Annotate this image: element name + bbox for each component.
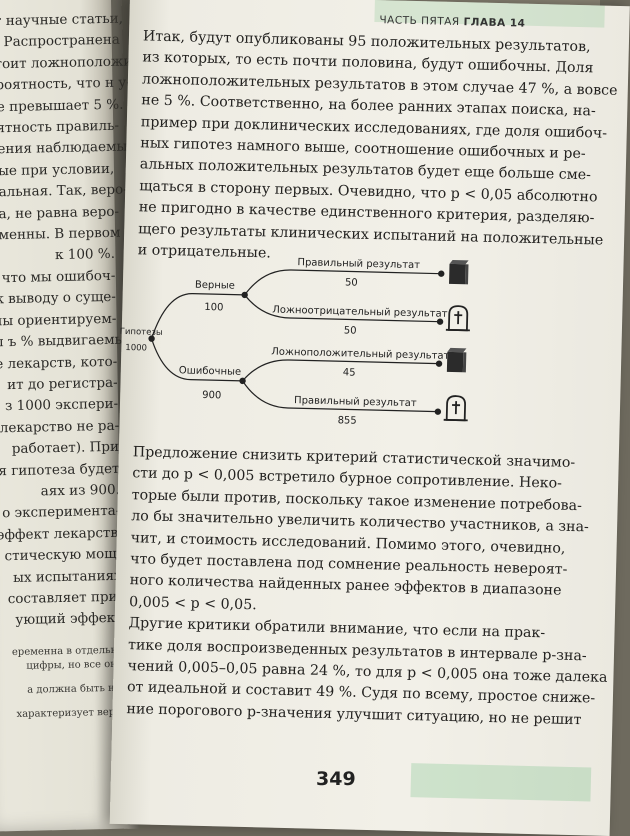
left-line: ны ориентируем-: [0, 310, 117, 330]
left-line: что мы ошибоч-: [1, 267, 116, 287]
node-true: [241, 291, 248, 299]
left-line: работает). При: [11, 438, 120, 458]
gravestone-icon: [445, 305, 470, 332]
node-outcome: [434, 408, 442, 415]
branch-false: [151, 338, 243, 382]
header-chapter: ГЛАВА 14: [463, 16, 526, 30]
branch-true-negative: [244, 294, 441, 323]
left-line: иальная. Так, веро-: [0, 181, 128, 201]
left-line: не превышает 5 %.: [0, 96, 124, 116]
outcome-value: 50: [345, 277, 358, 288]
paragraph-1: Итак, будут опубликованы 95 положительны…: [137, 26, 618, 270]
left-line: еменны. В первом: [0, 224, 121, 244]
book-icon: [449, 259, 469, 285]
right-page: ЧАСТЬ ПЯТАЯ ГЛАВА 14 Итак, будут опублик…: [109, 0, 630, 836]
root-value: 1000: [125, 343, 147, 354]
paragraph-2: Предложение снизить критерий статистичес…: [126, 442, 607, 729]
left-line: я. Распространена: [0, 32, 120, 51]
outcome-label: Правильный результат: [297, 257, 420, 271]
branch-true: [151, 293, 245, 339]
tree-svg: Гипотезы 1000 Верные 100 Ошибочные 900 П…: [120, 257, 470, 427]
left-line: о эксперимента-: [2, 503, 121, 522]
left-line: к выводу о суще-: [0, 289, 117, 308]
left-footnote: цифры, но все они: [26, 658, 124, 672]
left-line: ет научные статьи,: [0, 10, 124, 30]
left-line: к 100 %.: [54, 246, 116, 264]
header-part: ЧАСТЬ ПЯТАЯ: [379, 14, 460, 29]
left-line: ероятность, что н у-: [0, 74, 131, 94]
left-line: ные при условии,: [0, 160, 115, 180]
left-line: ых испытаниях: [12, 567, 122, 586]
branch-false-positive: [242, 359, 440, 382]
left-line: ующий эффект: [15, 610, 123, 629]
left-footnote: а должна быть на-: [27, 682, 125, 696]
left-line: оятность правиль-: [0, 117, 120, 137]
gravestone-icon: [443, 395, 468, 422]
node-outcome: [436, 318, 444, 325]
outcome-value: 855: [338, 415, 357, 426]
left-footnote: характеризует веро-: [16, 706, 125, 720]
outcome-value: 45: [343, 367, 356, 378]
page-number: 349: [316, 768, 356, 790]
left-line: стическую мощ-: [4, 545, 122, 565]
node-false: [239, 377, 246, 385]
hypothesis-tree-diagram: Гипотезы 1000 Верные 100 Ошибочные 900 П…: [119, 248, 493, 437]
root-label: Гипотезы: [120, 327, 163, 338]
left-line: аях из 900.: [40, 481, 121, 500]
left-line: е лекарств, кото-: [0, 353, 118, 372]
outcome-value: 50: [344, 325, 357, 336]
node-outcome: [438, 270, 445, 277]
left-line: рения наблюдаемых: [0, 138, 136, 158]
false-label: Ошибочные: [179, 365, 242, 378]
outcome-label: Правильный результат: [294, 395, 417, 409]
branch-true-correct: [244, 269, 442, 296]
left-line: стоит ложноположи-: [0, 53, 138, 73]
running-header: ЧАСТЬ ПЯТАЯ ГЛАВА 14: [379, 14, 525, 30]
left-line: эффект лекарства: [0, 524, 127, 544]
left-page-text: ет научные статьи, я. Распространена сто…: [0, 9, 138, 722]
book-icon: [446, 347, 467, 373]
branch-false-correct: [242, 380, 438, 413]
left-line: ит до регистра-: [7, 374, 118, 394]
left-line: (лекарство не ра-: [0, 417, 120, 437]
left-line: составляет при-: [7, 588, 123, 608]
left-line: ы ъ % выдвигаемых: [0, 331, 134, 351]
left-line: я гипотеза будет: [0, 460, 120, 479]
page-number-accent: [410, 763, 592, 802]
left-line: з 1000 экспери-: [4, 396, 119, 415]
left-line: ка, не равна веро-: [0, 203, 120, 223]
false-value: 900: [202, 390, 221, 401]
true-label: Верные: [195, 280, 235, 292]
node-outcome: [435, 360, 443, 367]
outcome-label: Ложноотрицательный результат: [272, 305, 448, 320]
outcome-label: Ложноположительный результат: [271, 347, 450, 362]
node-root: [148, 335, 155, 342]
true-value: 100: [204, 302, 223, 313]
